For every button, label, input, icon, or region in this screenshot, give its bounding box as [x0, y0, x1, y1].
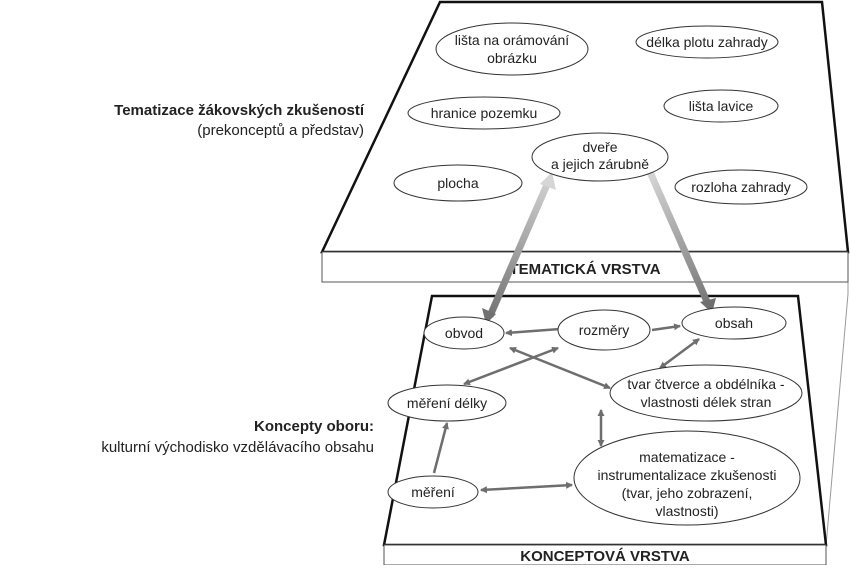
- top-side-title: Tematizace žákovských zkušeností: [114, 102, 365, 119]
- svg-text:obvod: obvod: [445, 325, 483, 341]
- node-rozloha-zahrady: rozloha zahrady: [674, 169, 808, 205]
- bottom-side-title: Koncepty oboru:: [254, 418, 374, 435]
- svg-text:lišta na orámování: lišta na orámování: [455, 32, 570, 48]
- svg-text:vlastnosti): vlastnosti): [655, 503, 718, 519]
- svg-text:tvar čtverce a obdélníka -: tvar čtverce a obdélníka -: [627, 376, 785, 392]
- node-obvod: obvod: [423, 316, 505, 350]
- node-tvar: tvar čtverce a obdélníka - vlastnosti dé…: [609, 364, 803, 422]
- svg-text:a jejich zárubně: a jejich zárubně: [551, 156, 649, 172]
- svg-text:měření: měření: [411, 484, 455, 500]
- svg-text:rozloha zahrady: rozloha zahrady: [691, 179, 791, 195]
- node-lista-lavice: lišta lavice: [663, 89, 779, 123]
- node-lista-obrazku: lišta na orámování obrázku: [435, 22, 589, 76]
- svg-text:vlastnosti délek stran: vlastnosti délek stran: [641, 394, 772, 410]
- arrow-rozmery-to-mereni-delky: [463, 346, 559, 386]
- svg-text:rozměry: rozměry: [579, 322, 630, 338]
- edge-connector-slant: [825, 293, 849, 547]
- svg-text:obsah: obsah: [715, 315, 753, 331]
- diagram-nodes: lišta na orámování obrázku délka plotu z…: [387, 22, 808, 526]
- top-side-subtitle: (prekonceptů a představ): [197, 122, 364, 139]
- node-mereni: měření: [387, 475, 479, 509]
- arrow-shaft-obvod-to-dvere: [486, 178, 553, 318]
- svg-text:plocha: plocha: [437, 175, 478, 191]
- svg-text:délka plotu zahrady: délka plotu zahrady: [646, 34, 767, 50]
- svg-text:matematizace -: matematizace -: [639, 449, 735, 465]
- node-plocha: plocha: [393, 164, 523, 202]
- node-rozmery: rozměry: [557, 309, 651, 351]
- concept-arrows: [432, 323, 700, 494]
- arrow-shaft-dvere-to-obsah: [646, 170, 712, 306]
- arrow-mereni-to-matematizace: [479, 481, 574, 494]
- node-obsah: obsah: [681, 306, 787, 340]
- svg-text:lišta lavice: lišta lavice: [689, 98, 754, 114]
- arrow-rozmery-to-obvod: [504, 327, 561, 337]
- arrow-mereni-to-mereni-delky: [432, 421, 449, 474]
- arrow-obsah-to-tvar: [659, 337, 700, 370]
- top-band: [321, 251, 849, 283]
- bottom-side-subtitle: kulturní východisko vzdělávacího obsahu: [101, 439, 374, 456]
- svg-text:obrázku: obrázku: [487, 50, 537, 66]
- svg-text:měření délky: měření délky: [407, 395, 487, 411]
- svg-text:dveře: dveře: [582, 139, 617, 155]
- svg-text:(tvar, jeho zobrazení,: (tvar, jeho zobrazení,: [622, 485, 753, 501]
- bottom-band-label: KONCEPTOVÁ VRSTVA: [520, 548, 690, 565]
- svg-text:instrumentalizace zkušenosti: instrumentalizace zkušenosti: [598, 467, 777, 483]
- node-dvere: dveře a jejich zárubně: [531, 132, 669, 182]
- node-mereni-delky: měření délky: [387, 384, 507, 422]
- node-delka-plotu: délka plotu zahrady: [635, 25, 779, 59]
- node-matematizace: matematizace - instrumentalizace zkušeno…: [573, 430, 801, 526]
- svg-text:hranice pozemku: hranice pozemku: [431, 105, 538, 121]
- arrow-rozmery-to-obsah: [651, 323, 682, 332]
- top-band-label: TEMATICKÁ VRSTVA: [509, 261, 660, 278]
- node-hranice-pozemku: hranice pozemku: [407, 96, 561, 130]
- arrow-head-up: [540, 172, 556, 190]
